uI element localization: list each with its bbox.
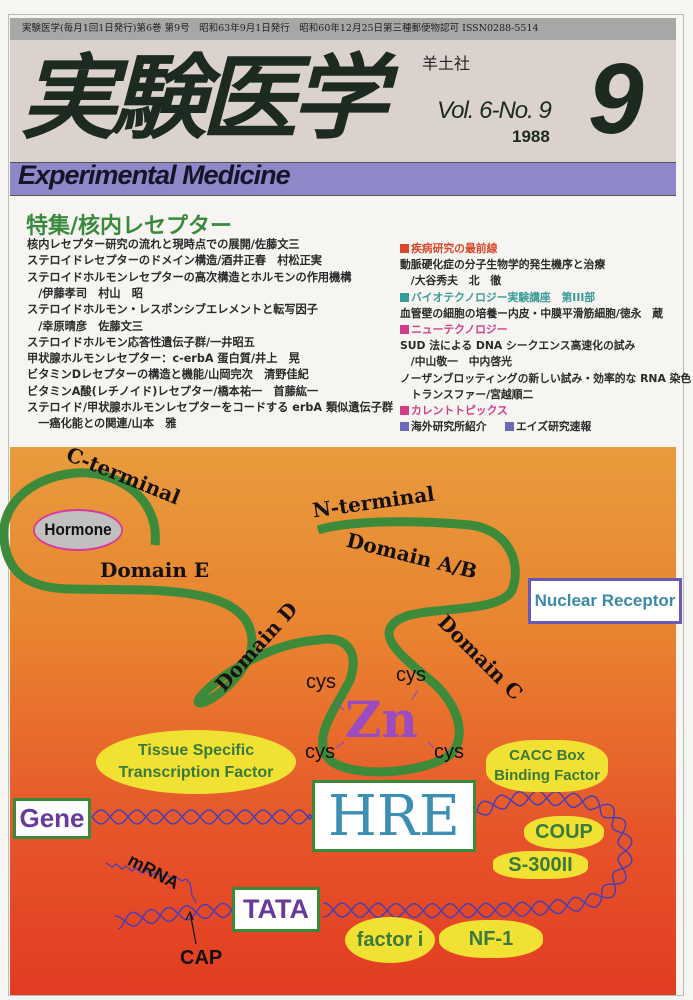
publisher: 羊土社 [422, 54, 471, 73]
section-heading: バイオテクノロジー実験講座 第III部 [400, 289, 595, 305]
magazine-title-en: Experimental Medicine [18, 160, 291, 190]
hormone-ellipse: Hormone [33, 509, 123, 551]
feature-article-line: 核内レセプター研究の流れと現時点での展開/佐藤文三 [27, 238, 300, 251]
section-article-line: SUD 法による DNA シークエンス高速化の試み [400, 339, 636, 353]
factor-i-ellipse: factor i [345, 917, 435, 963]
mrna-strand [105, 862, 197, 904]
domain-e-label: Domain E [100, 558, 210, 582]
section-heading: エイズ研究速報 [505, 418, 591, 434]
feature-article-line: ステロイドホルモン応答性遺伝子群/一井昭五 [27, 335, 255, 349]
feature-article-line: /幸原晴彦 佐藤文三 [27, 319, 143, 333]
feature-article-line: ビタミンDレセプターの構造と機能/山岡完次 清野佳紀 [27, 368, 309, 382]
nf1-ellipse: NF-1 [439, 920, 543, 958]
year: 1988 [512, 127, 550, 146]
section-heading: カレントトピックス [400, 402, 508, 418]
dna-strand [323, 790, 633, 919]
feature-article-line: ビタミンA酸(レチノイド)レセプター/橋本祐一 首藤紘一 [27, 384, 319, 398]
section-heading: ニューテクノロジー [400, 321, 508, 337]
cys-label: cys [396, 664, 426, 686]
feature-article-line: ステロイド/甲状腺ホルモンレセプターをコードする erbA 類似遺伝子群 [27, 401, 394, 414]
volume-number: Vol. 6-No. 9 [437, 97, 552, 124]
gene-box: Gene [13, 798, 91, 839]
english-title-band [10, 162, 676, 196]
feature-article-line: /伊藤孝司 村山 昭 [27, 286, 143, 300]
feature-article-line: ステロイドホルモン・レスポンシブエレメントと転写因子 [27, 303, 318, 317]
dna-strand [323, 790, 633, 919]
magazine-title-ja: 実験医学 [20, 45, 388, 152]
section-article-line: 血管壁の細胞の培養ー内皮・中膜平滑筋細胞/徳永 蔵 [400, 306, 664, 320]
receptor-protein-strand [0, 468, 520, 777]
feature-heading: 特集/核内レセプター [26, 214, 233, 239]
section-article-line: /中山敬一 中内啓光 [400, 355, 512, 369]
cap-label: CAP [180, 947, 223, 969]
dna-strand [91, 809, 313, 825]
coup-ellipse: COUP [524, 816, 604, 849]
feature-article-line: 甲状腺ホルモンレセプター：c-erbA 蛋白質/井上 晃 [27, 352, 300, 366]
section-heading: 海外研究所紹介 [400, 418, 487, 434]
section-article-line: /大谷秀夫 北 徹 [400, 274, 502, 288]
dna-helix [91, 790, 633, 930]
feature-article-line: 一癌化能との関連/山本 雅 [27, 417, 177, 431]
section-heading-label: エイズ研究速報 [516, 420, 592, 433]
zinc-label: Zn [345, 690, 418, 749]
hre-box: HRE [312, 780, 476, 852]
section-article-line: トランスファー/宮越順二 [400, 387, 534, 401]
section-article-line: ノーザンブロッティングの新しい試み・効率的な RNA 染色と [400, 371, 693, 385]
tata-box: TATA [232, 887, 320, 932]
issue-number: 9 [588, 43, 644, 155]
cys-label: cys [434, 741, 464, 763]
cap-arrow [185, 910, 197, 945]
cacc-factor-ellipse: CACC Box Binding Factor [486, 740, 608, 792]
feature-article-line: ステロイドレセプターのドメイン構造/酒井正春 村松正実 [27, 254, 322, 268]
section-heading: 疾病研究の最前線 [400, 240, 497, 256]
title-band [10, 40, 676, 162]
imprint-strip: 実験医学(毎月1回1日発行)第6巻 第9号 昭和63年9月1日発行 昭和60年1… [10, 18, 676, 40]
section-article-line: 動脈硬化症の分子生物学的発生機序と治療 [400, 258, 606, 272]
dna-strand [117, 903, 233, 930]
section-heading-label: 海外研究所紹介 [411, 420, 487, 433]
cys-label: cys [305, 741, 335, 763]
nuclear-receptor-box: Nuclear Receptor [528, 578, 682, 624]
dna-strand [115, 902, 233, 928]
s300-ellipse: S-300II [493, 851, 588, 879]
zn-bond-lines [335, 689, 435, 749]
dna-strand [91, 809, 313, 825]
cys-label: cys [306, 671, 336, 693]
feature-article-line: ステロイドホルモンレセプターの高次構造とホルモンの作用機構 [27, 270, 352, 284]
tissue-specific-factor-ellipse: Tissue Specific Transcription Factor [96, 730, 296, 794]
